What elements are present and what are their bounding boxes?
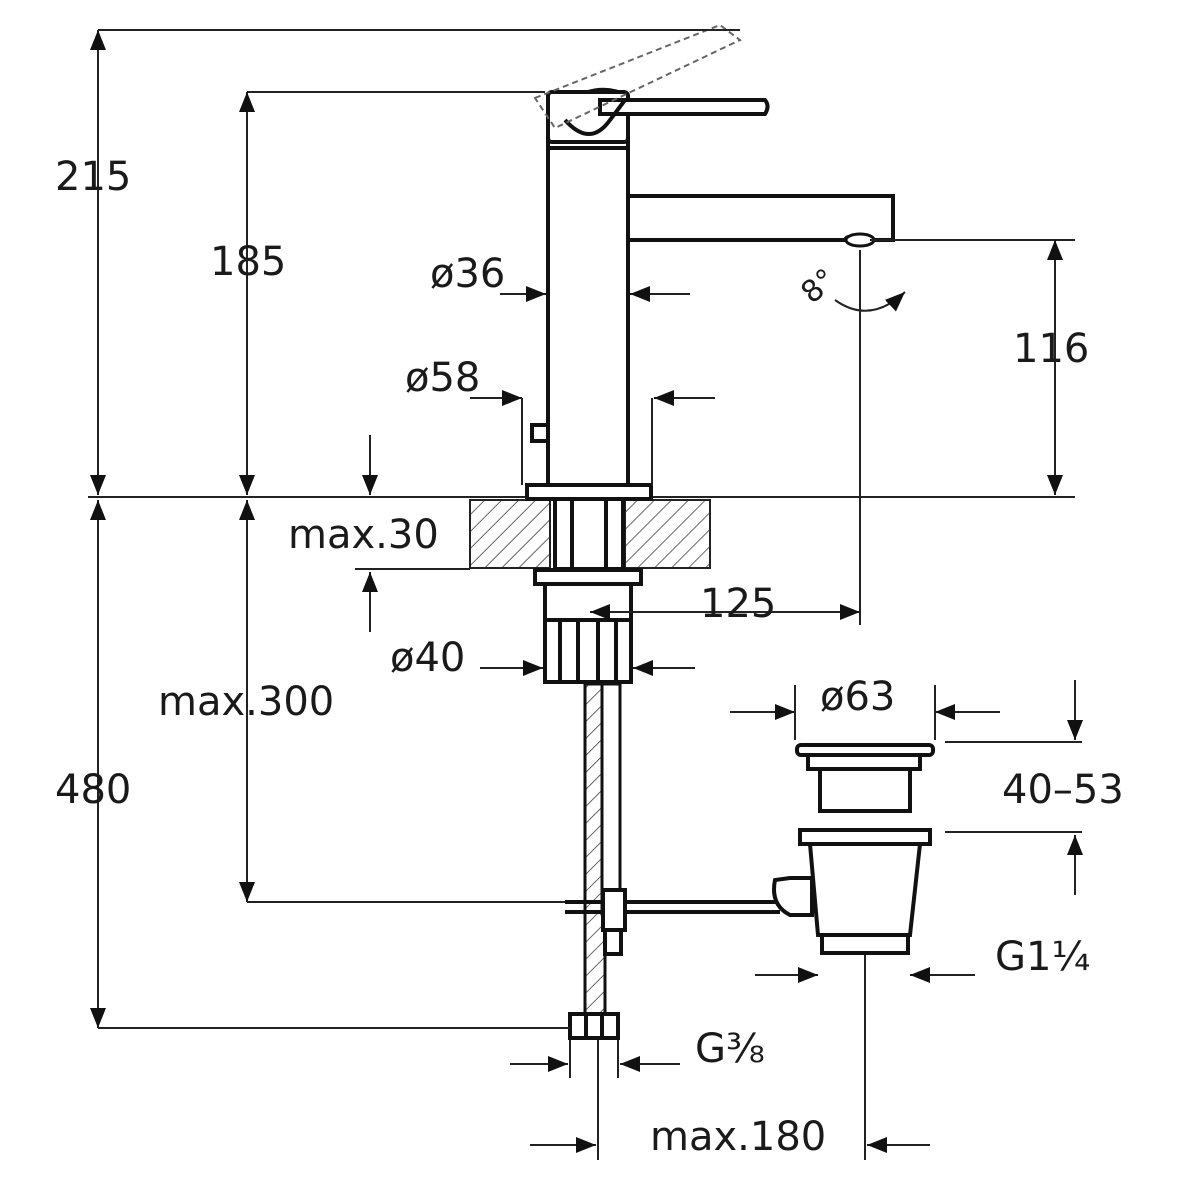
waste-assembly xyxy=(772,743,935,955)
dim-215-label: 215 xyxy=(55,154,131,200)
popup-rod xyxy=(565,888,780,956)
dimension-labels: 215 185 ø36 ø58 116 8° max.30 125 ø40 ma… xyxy=(55,154,1124,1160)
dim-diameter-36-label: ø36 xyxy=(430,251,505,297)
dim-diameter-63-label: ø63 xyxy=(820,674,895,720)
dim-max300-label: max.300 xyxy=(158,679,334,725)
dim-40-53-label: 40–53 xyxy=(1002,767,1124,813)
dim-125-label: 125 xyxy=(700,581,776,627)
dim-185-label: 185 xyxy=(210,239,286,285)
dim-max180-label: max.180 xyxy=(650,1114,826,1160)
dim-diameter-58-label: ø58 xyxy=(405,355,480,401)
dimension-lines xyxy=(90,29,1083,1160)
supply-hoses xyxy=(568,682,622,1040)
faucet-body xyxy=(525,23,895,684)
countertop-section xyxy=(469,499,711,569)
dim-max30-label: max.30 xyxy=(288,512,439,558)
dim-g1-1-4-label: G1¼ xyxy=(995,934,1090,980)
dim-angle-label: 8° xyxy=(795,262,844,311)
dim-g3-8-label: G⅜ xyxy=(695,1026,765,1072)
dim-116-label: 116 xyxy=(1013,326,1089,372)
dim-480-label: 480 xyxy=(55,767,131,813)
dim-diameter-40-label: ø40 xyxy=(390,635,465,681)
